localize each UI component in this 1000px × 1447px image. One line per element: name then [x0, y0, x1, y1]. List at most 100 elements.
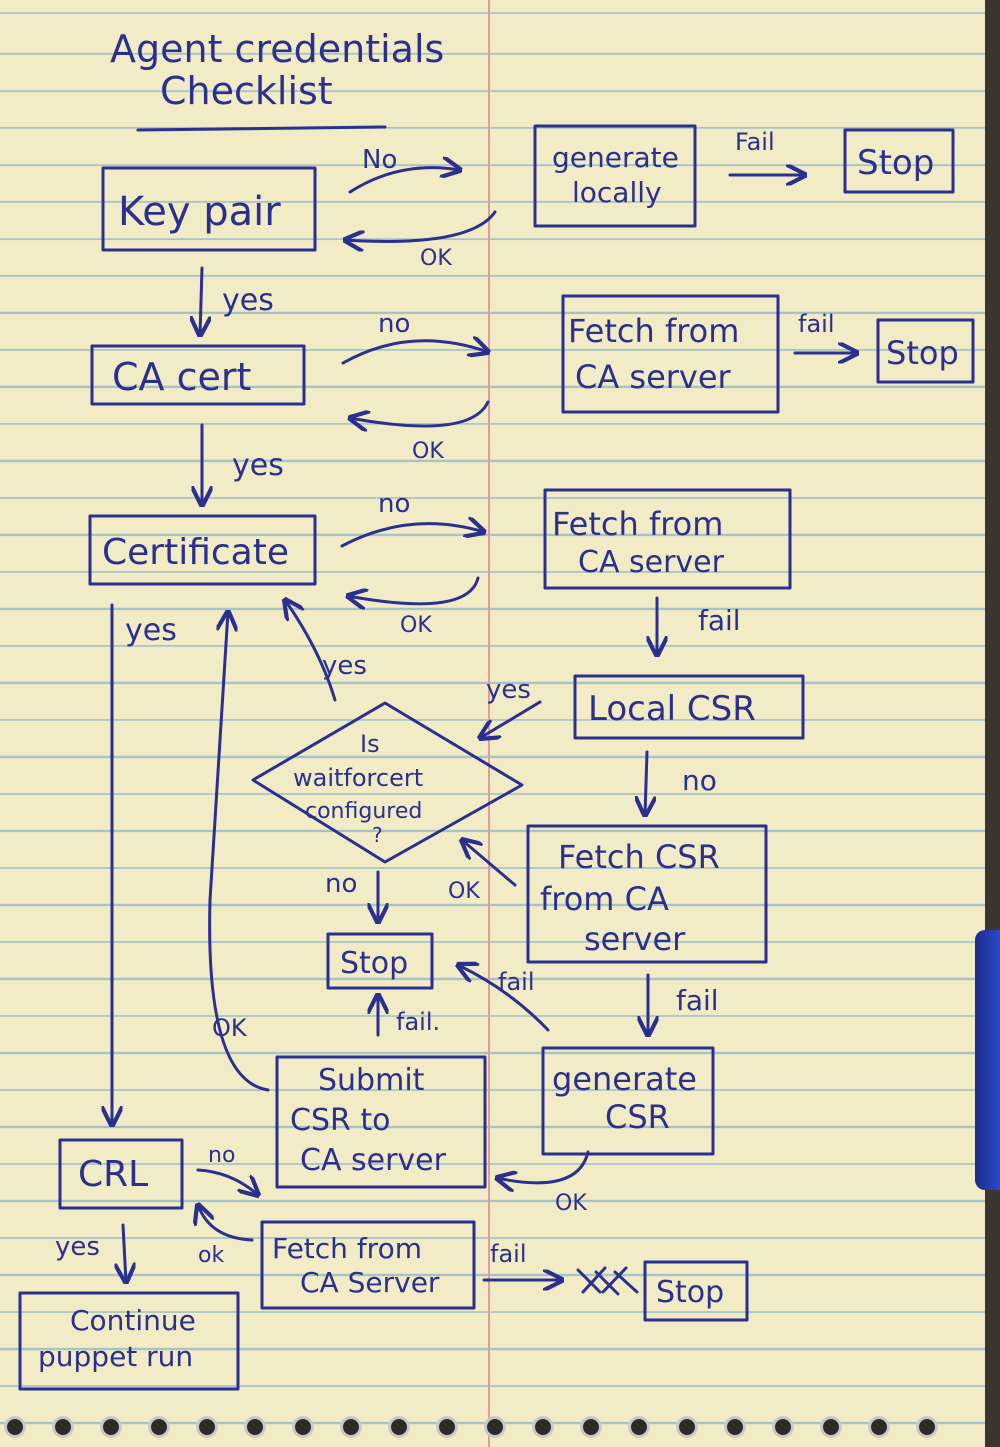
- node-stop-4-box: [643, 1260, 749, 1322]
- edge-keypair-no: [348, 168, 460, 194]
- node-fetch-ca-cert-2: CA server: [575, 358, 732, 396]
- node-fetch-csr-1: Fetch CSR: [558, 838, 720, 876]
- spiral-ring: [916, 1416, 938, 1438]
- pen-edge: [975, 930, 1000, 1190]
- node-fetch-csr-3: server: [584, 920, 686, 958]
- edge-label-submit-csr-fail: fail.: [396, 1008, 440, 1036]
- edge-local-csr-yes: [480, 700, 542, 738]
- spiral-ring: [868, 1416, 890, 1438]
- edge-label-generate-csr-ok: OK: [555, 1191, 587, 1216]
- node-key-pair-box: [101, 166, 317, 252]
- spiral-binding: [0, 1410, 985, 1447]
- node-fetch-csr-box: [526, 824, 768, 964]
- node-stop-2-box: [876, 318, 975, 384]
- edge-label-certificate-yes: yes: [125, 613, 177, 648]
- spiral-ring: [484, 1416, 506, 1438]
- edge-submit-csr-ok: [208, 612, 270, 1092]
- edge-label-cacert-yes: yes: [232, 448, 284, 483]
- node-submit-csr-2: CSR to: [290, 1103, 391, 1138]
- spiral-ring: [244, 1416, 266, 1438]
- edge-label-crl-yes: yes: [55, 1232, 100, 1262]
- crossed-out-scribble: [576, 1266, 639, 1296]
- spiral-ring: [676, 1416, 698, 1438]
- node-stop-3: Stop: [340, 946, 408, 981]
- node-fetch-ca-cert-1: Fetch from: [568, 312, 739, 350]
- node-waitforcert-1: Is: [360, 730, 380, 758]
- node-crl: CRL: [78, 1154, 148, 1195]
- node-local-csr: Local CSR: [588, 689, 756, 729]
- edge-label-fetch-crl-fail: fail: [490, 1240, 527, 1268]
- node-generate-locally-2: locally: [572, 176, 662, 209]
- edge-label-certificate-no: no: [378, 489, 410, 519]
- node-stop-1: Stop: [857, 143, 934, 183]
- edge-label-waitforcert-no: no: [325, 869, 357, 899]
- node-stop-1-box: [843, 128, 955, 194]
- title-line-1: Agent credentials: [110, 27, 444, 71]
- edge-label-waitforcert-yes: yes: [322, 651, 367, 681]
- spiral-ring: [4, 1416, 26, 1438]
- spiral-ring: [196, 1416, 218, 1438]
- spiral-ring: [292, 1416, 314, 1438]
- node-waitforcert-2: waitforcert: [293, 764, 423, 792]
- edge-certificate-ok: [348, 576, 480, 604]
- node-fetch-crl-2: CA Server: [300, 1266, 440, 1299]
- node-generate-locally-box: [533, 124, 697, 228]
- edge-certificate-no: [340, 524, 484, 548]
- node-fetch-cert-1: Fetch from: [552, 505, 723, 543]
- node-submit-csr-1: Submit: [318, 1063, 425, 1098]
- spiral-ring: [100, 1416, 122, 1438]
- edge-label-fetch-ca-fail: fail: [798, 310, 835, 338]
- node-fetch-cert-2: CA server: [578, 545, 725, 580]
- edge-label-cacert-ok: OK: [412, 439, 444, 464]
- edge-keypair-ok: [345, 210, 497, 241]
- edge-label-certificate-ok: OK: [400, 613, 432, 638]
- spiral-ring: [52, 1416, 74, 1438]
- edge-label-fetch-cert-fail: fail: [698, 604, 741, 637]
- node-certificate: Certificate: [102, 532, 289, 573]
- edge-label-fetch-csr-ok: OK: [448, 879, 480, 904]
- edge-label-generate-csr-fail: fail: [498, 968, 535, 996]
- edge-crl-no: [196, 1168, 258, 1195]
- node-generate-locally-1: generate: [552, 141, 679, 174]
- node-stop-3-box: [326, 932, 434, 990]
- node-continue-2: puppet run: [38, 1340, 193, 1373]
- node-ca-cert-box: [90, 344, 306, 406]
- node-local-csr-box: [573, 674, 805, 740]
- node-waitforcert-diamond: [251, 701, 524, 864]
- node-crl-box: [58, 1138, 184, 1210]
- spiral-ring: [628, 1416, 650, 1438]
- edge-label-submit-csr-ok: OK: [212, 1014, 248, 1042]
- node-stop-2: Stop: [886, 334, 959, 372]
- node-submit-csr-3: CA server: [300, 1143, 447, 1178]
- edge-generate-csr-ok: [497, 1150, 590, 1183]
- title-line-2: Checklist: [160, 69, 333, 113]
- spiral-ring: [148, 1416, 170, 1438]
- node-fetch-cert-box: [543, 488, 792, 590]
- edge-cacert-ok: [350, 400, 490, 426]
- node-continue-1: Continue: [70, 1304, 196, 1337]
- node-fetch-crl-1: Fetch from: [272, 1232, 422, 1265]
- spiral-ring: [340, 1416, 362, 1438]
- edge-waitforcert-yes: [285, 600, 337, 702]
- node-generate-csr-box: [541, 1046, 715, 1156]
- edge-crl-ok: [198, 1205, 254, 1242]
- edge-label-keypair-ok: OK: [420, 246, 452, 271]
- node-submit-csr-box: [275, 1055, 487, 1189]
- edge-label-generate-fail: Fail: [735, 128, 775, 156]
- edge-label-crl-no: no: [208, 1143, 235, 1168]
- node-fetch-crl-box: [260, 1220, 476, 1310]
- node-stop-4: Stop: [656, 1275, 724, 1310]
- node-certificate-box: [88, 514, 317, 586]
- edge-generate-csr-fail: [458, 965, 550, 1032]
- node-generate-csr-1: generate: [552, 1060, 697, 1098]
- edge-cacert-no: [341, 341, 488, 365]
- node-key-pair: Key pair: [118, 189, 281, 235]
- node-fetch-ca-cert-box: [561, 294, 780, 414]
- edge-local-csr-no: [645, 750, 647, 815]
- spiral-ring: [580, 1416, 602, 1438]
- edge-label-local-csr-yes: yes: [486, 675, 531, 705]
- edge-label-local-csr-no: no: [682, 764, 717, 797]
- edge-label-fetch-csr-fail: fail: [676, 984, 719, 1017]
- spiral-ring: [724, 1416, 746, 1438]
- edge-crl-yes: [123, 1223, 126, 1282]
